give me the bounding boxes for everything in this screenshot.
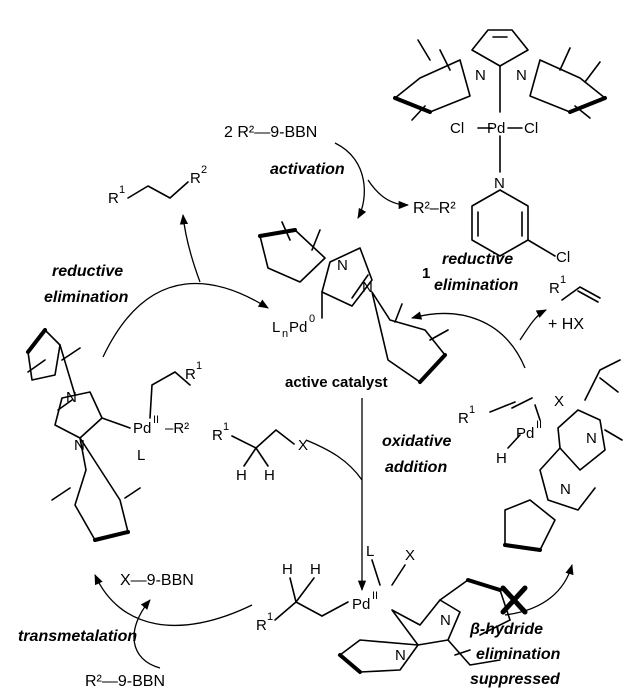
beta-hydride-intermediate xyxy=(489,359,623,552)
r-superscript-1: 1 xyxy=(223,421,229,433)
product-chain-left xyxy=(127,181,189,199)
atom-r: R xyxy=(256,617,267,634)
product-release-arrow xyxy=(179,213,201,283)
activation-arrow xyxy=(334,142,367,219)
reagent-top: 2 R²—9-BBN xyxy=(224,124,317,141)
label-reductive-left-1: reductive xyxy=(52,263,123,280)
cycle-arc-bottom-left xyxy=(94,574,253,627)
cycle-arc-right-top xyxy=(410,311,526,369)
atom-r: R xyxy=(549,280,560,297)
label-beta-1: β-hydride xyxy=(469,621,543,638)
atom-cl: Cl xyxy=(556,249,570,266)
compound-number: 1 xyxy=(422,265,430,282)
label-transmetalation: transmetalation xyxy=(18,628,137,645)
atom-n: N xyxy=(586,430,597,447)
atom-pd: Pd xyxy=(352,596,370,613)
atom-n: N xyxy=(74,437,85,454)
label-reductive-left-2: elimination xyxy=(44,289,129,306)
alkyl-halide-h xyxy=(243,447,269,467)
boron-exchange-arrow xyxy=(133,599,161,669)
atom-r: R xyxy=(190,170,201,187)
atom-l: L xyxy=(366,543,374,560)
atom-n: N xyxy=(440,612,451,629)
alkene-release-arrow xyxy=(519,309,547,341)
r-superscript-1: 1 xyxy=(196,360,202,372)
suppressed-arc xyxy=(504,563,574,616)
label-oxidative-1: oxidative xyxy=(382,433,451,450)
oxidative-addition-intermediate xyxy=(274,559,511,674)
label-beta-2: elimination xyxy=(476,646,561,663)
atom-r: R xyxy=(212,427,223,444)
atom-r: R xyxy=(108,190,119,207)
cross-mark-icon xyxy=(500,585,528,615)
active-catalyst-structure xyxy=(258,221,449,384)
hx-byproduct: + HX xyxy=(548,316,584,333)
byproduct-arrow xyxy=(367,179,410,210)
pd-oxidation-ii: II xyxy=(536,419,542,431)
atom-n: N xyxy=(362,279,373,296)
label-beta-3: suppressed xyxy=(470,671,561,688)
atom-pd: Pd xyxy=(487,120,505,137)
r-superscript-1: 1 xyxy=(469,404,475,416)
atom-pd: Pd xyxy=(289,319,307,336)
alkyl-halide xyxy=(231,429,295,449)
byproduct-top: R²–R² xyxy=(413,200,456,217)
boron-reagent: R²—9-BBN xyxy=(85,673,165,690)
atom-x: X xyxy=(405,547,415,564)
pd-oxidation-ii: II xyxy=(372,590,378,602)
atom-r: R xyxy=(458,410,469,427)
atom-n: N xyxy=(516,67,527,84)
atom-r: R xyxy=(185,366,196,383)
label-reductive-right-1: reductive xyxy=(442,251,513,268)
r2-group: –R² xyxy=(165,420,189,437)
pd-oxidation-zero: 0 xyxy=(309,313,315,325)
atom-pd: Pd xyxy=(516,425,534,442)
atom-h: H xyxy=(496,450,507,467)
atom-n: N xyxy=(337,257,348,274)
atom-x: X xyxy=(554,393,564,410)
atom-h: H xyxy=(236,467,247,484)
label-activation: activation xyxy=(270,161,345,178)
transmetalation-product xyxy=(26,328,191,542)
r-superscript-2: 2 xyxy=(201,164,207,176)
atom-h: H xyxy=(282,561,293,578)
atom-pd: Pd xyxy=(133,420,151,437)
r-superscript-1: 1 xyxy=(267,611,273,623)
atom-cl: Cl xyxy=(524,120,538,137)
atom-n-subscript: n xyxy=(282,328,288,340)
atom-n: N xyxy=(475,67,486,84)
r-superscript-1: 1 xyxy=(119,184,125,196)
substrate-entry-arrow xyxy=(305,439,363,481)
alkene-product xyxy=(561,286,601,303)
precatalyst-1 xyxy=(393,29,607,257)
atom-h: H xyxy=(264,467,275,484)
atom-cl: Cl xyxy=(450,120,464,137)
atom-l: L xyxy=(272,319,280,336)
atom-n: N xyxy=(66,389,77,406)
cycle-arc-left-top xyxy=(102,282,269,358)
atom-n: N xyxy=(494,175,505,192)
atom-x: X xyxy=(298,437,308,454)
label-oxidative-2: addition xyxy=(385,459,447,476)
boron-byproduct: X—9-BBN xyxy=(120,572,194,589)
label-reductive-right-2: elimination xyxy=(434,277,519,294)
atom-h: H xyxy=(310,561,321,578)
atom-l: L xyxy=(137,447,145,464)
atom-n: N xyxy=(395,647,406,664)
r-superscript-1: 1 xyxy=(560,274,566,286)
atom-n: N xyxy=(560,481,571,498)
pd-oxidation-ii: II xyxy=(153,414,159,426)
active-catalyst-label: active catalyst xyxy=(285,374,388,391)
